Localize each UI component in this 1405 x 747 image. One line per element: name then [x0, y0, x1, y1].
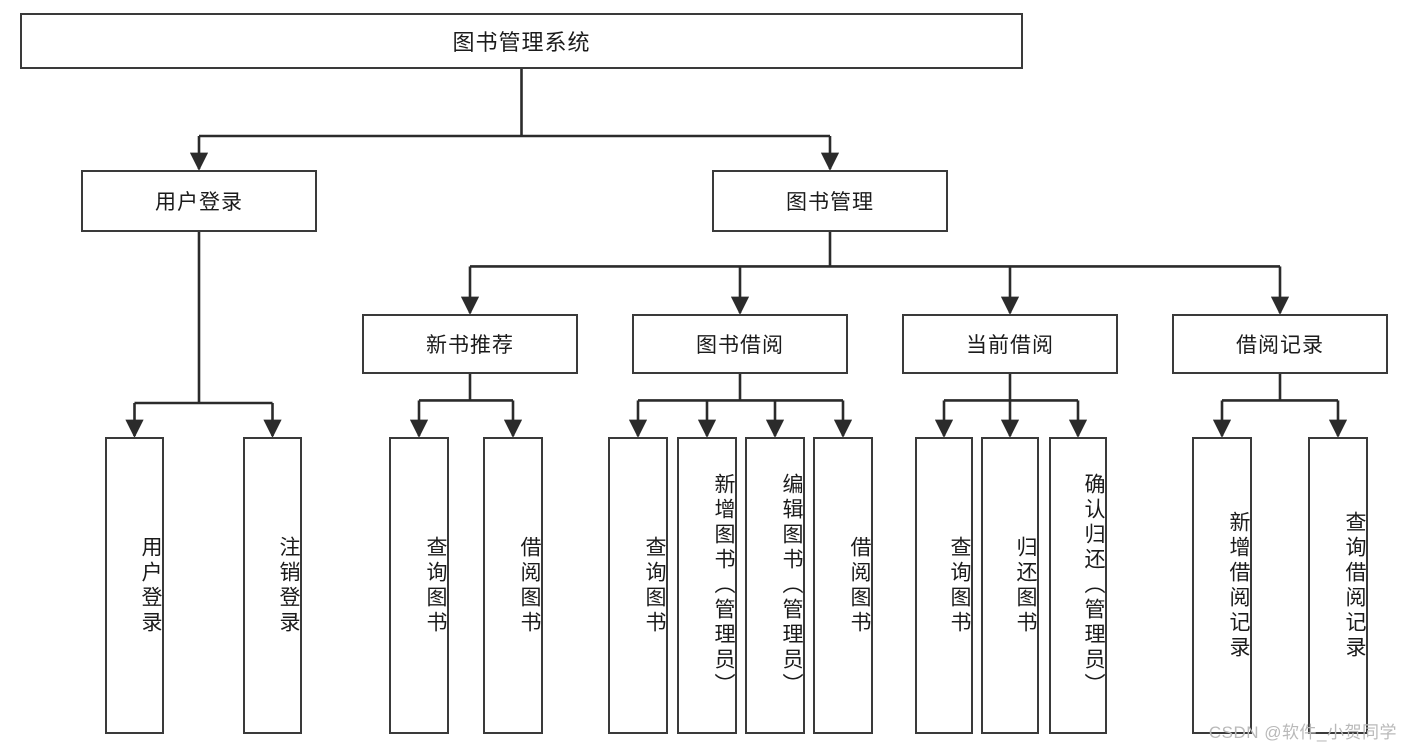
leaf-query-borrow-record[interactable]: 查询借阅记录 — [1308, 437, 1368, 734]
node-root[interactable]: 图书管理系统 — [20, 13, 1023, 69]
leaf-add-book-admin[interactable]: 新增图书（管理员） — [677, 437, 737, 734]
leaf-confirm-return-admin[interactable]: 确认归还（管理员） — [1049, 437, 1107, 734]
node-book-borrow[interactable]: 图书借阅 — [632, 314, 848, 374]
node-current-borrow[interactable]: 当前借阅 — [902, 314, 1118, 374]
leaf-return-book[interactable]: 归还图书 — [981, 437, 1039, 734]
node-user-login[interactable]: 用户登录 — [81, 170, 317, 232]
node-borrow-record[interactable]: 借阅记录 — [1172, 314, 1388, 374]
node-book-management[interactable]: 图书管理 — [712, 170, 948, 232]
leaf-query-book-recommend[interactable]: 查询图书 — [389, 437, 449, 734]
leaf-add-borrow-record[interactable]: 新增借阅记录 — [1192, 437, 1252, 734]
watermark: CSDN @软件_小贺同学 — [1208, 723, 1397, 742]
leaf-user-login[interactable]: 用户登录 — [105, 437, 164, 734]
leaf-query-book-current[interactable]: 查询图书 — [915, 437, 973, 734]
leaf-borrow-book[interactable]: 借阅图书 — [813, 437, 873, 734]
node-new-book-recommend[interactable]: 新书推荐 — [362, 314, 578, 374]
leaf-edit-book-admin[interactable]: 编辑图书（管理员） — [745, 437, 805, 734]
leaf-borrow-book-recommend[interactable]: 借阅图书 — [483, 437, 543, 734]
leaf-query-book-borrow[interactable]: 查询图书 — [608, 437, 668, 734]
leaf-logout[interactable]: 注销登录 — [243, 437, 302, 734]
